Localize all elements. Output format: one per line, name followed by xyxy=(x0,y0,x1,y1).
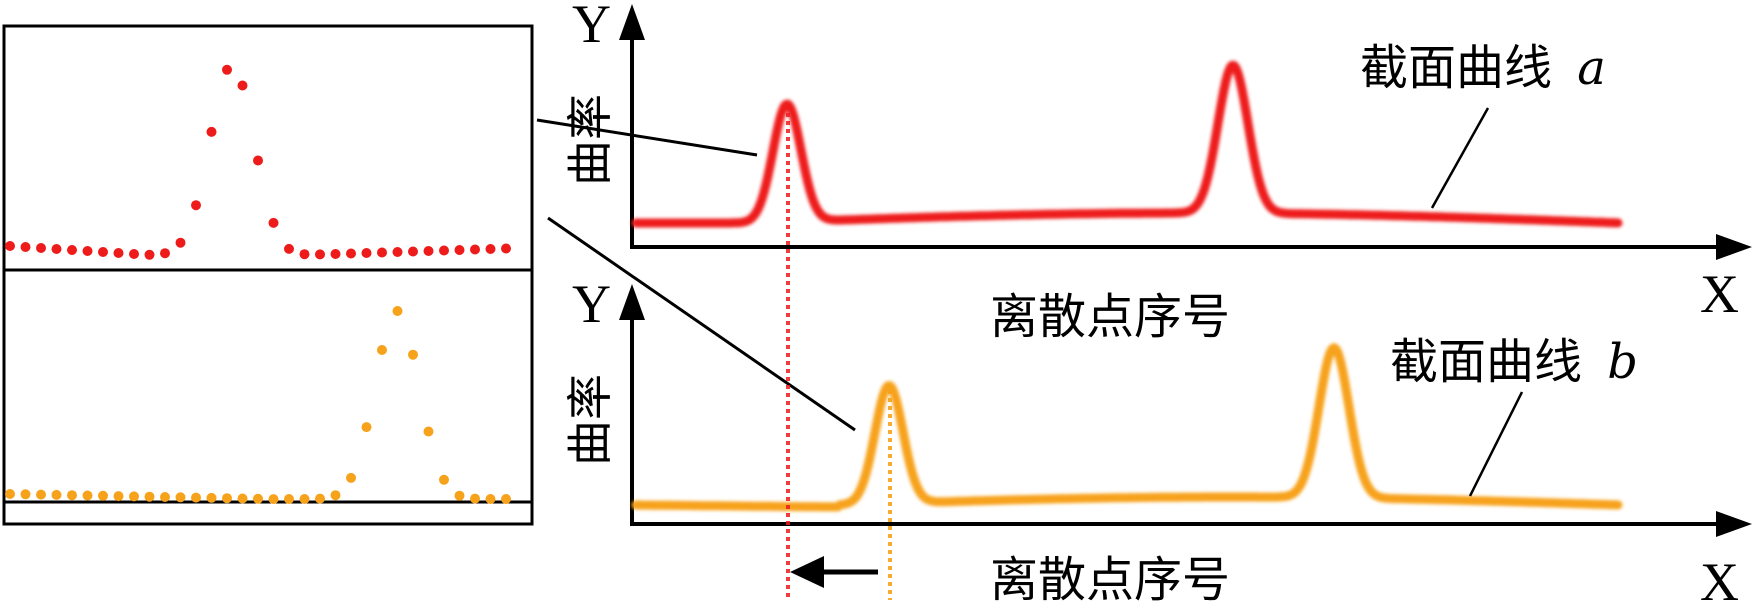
curve-b-label-pointer xyxy=(1468,391,1524,497)
zoom-dot xyxy=(470,493,480,504)
zoom-panel-a xyxy=(2,24,534,272)
zoom-dot xyxy=(82,490,93,501)
zoom-dot xyxy=(361,422,372,433)
zoom-dot xyxy=(98,247,108,257)
left-arrow-icon xyxy=(790,556,878,588)
zoom-dot xyxy=(144,249,155,260)
zoom-dot xyxy=(206,492,217,503)
curve-a xyxy=(631,60,1623,228)
zoom-dot xyxy=(82,246,93,256)
zoom-dot xyxy=(377,247,387,258)
bottom-x-axis-letter: X xyxy=(1700,552,1739,611)
zoom-dot xyxy=(315,493,325,504)
top-x-label: 离散点序号 xyxy=(990,289,1230,345)
zoom-dot xyxy=(113,248,124,258)
zoom-dot xyxy=(191,492,201,503)
zoom-dot xyxy=(330,490,341,501)
bottom-x-label: 离散点序号 xyxy=(990,552,1230,608)
top-x-axis-letter: X xyxy=(1700,264,1739,324)
zoom-dot xyxy=(51,244,62,254)
zoom-dot xyxy=(439,245,449,256)
zoom-dot xyxy=(268,217,279,228)
zoom-dot xyxy=(330,249,341,259)
zoom-dot xyxy=(20,489,31,500)
zoom-dot xyxy=(67,490,77,501)
bottom-y-label: 曲率 xyxy=(563,374,617,466)
zoom-dot xyxy=(501,243,511,254)
curve-a-label: 截面曲线 a xyxy=(1360,40,1606,96)
zoom-dot xyxy=(299,494,310,504)
zoom-dot xyxy=(408,246,418,257)
zoom-dot xyxy=(377,345,387,355)
zoom-dot xyxy=(423,426,434,437)
bottom-x-arrowhead-icon xyxy=(1716,511,1752,537)
zoom-dot xyxy=(129,491,139,502)
zoom-dot xyxy=(206,126,217,137)
zoom-dot xyxy=(67,245,77,255)
zoom-dot xyxy=(361,248,372,258)
leader-line-b xyxy=(547,216,856,432)
zoom-dot xyxy=(222,493,232,504)
zoom-dot xyxy=(113,491,124,502)
zoom-dot xyxy=(423,246,434,256)
zoom-dot xyxy=(485,244,496,254)
zoom-dot xyxy=(160,492,170,502)
zoom-dot xyxy=(20,242,31,252)
curve-b xyxy=(631,343,1623,512)
zoom-dot xyxy=(98,490,108,501)
zoom-dot xyxy=(284,243,294,254)
zoom-inset xyxy=(2,24,534,526)
zoom-dot xyxy=(392,247,403,257)
zoom-dot xyxy=(237,493,248,504)
top-y-label: 曲率 xyxy=(563,94,617,186)
leader-line-a xyxy=(536,118,758,157)
zoom-dot xyxy=(5,489,15,499)
zoom-dot xyxy=(284,494,294,504)
zoom-dot xyxy=(36,243,46,253)
zoom-panel-b xyxy=(2,268,534,526)
bottom-y-arrowhead-icon xyxy=(619,284,645,320)
bottom-y-axis-letter: Y xyxy=(572,274,611,334)
zoom-dot xyxy=(191,200,201,211)
zoom-dot xyxy=(253,493,263,504)
top-chart: Y X 曲率 离散点序号 截面曲线 a xyxy=(563,0,1752,345)
zoom-dot xyxy=(454,490,465,501)
zoom-dot xyxy=(315,249,325,260)
zoom-dots-b xyxy=(5,306,511,505)
zoom-dot xyxy=(485,494,496,504)
zoom-dot xyxy=(160,248,170,259)
zoom-dot xyxy=(392,306,403,316)
zoom-dot xyxy=(36,489,46,500)
top-y-axis-letter: Y xyxy=(572,0,611,54)
zoom-dot xyxy=(346,472,356,483)
zoom-dot xyxy=(175,492,186,503)
zoom-dot xyxy=(222,64,232,75)
curve-a-label-pointer xyxy=(1430,107,1490,209)
zoom-dots-a xyxy=(5,64,511,260)
top-y-arrowhead-icon xyxy=(619,4,645,40)
zoom-dot xyxy=(175,237,186,248)
zoom-dot xyxy=(237,80,248,91)
zoom-dot xyxy=(408,349,418,360)
zoom-dot xyxy=(129,249,139,259)
zoom-dot xyxy=(51,489,62,500)
curve-b-label: 截面曲线 b xyxy=(1390,334,1638,390)
top-x-arrowhead-icon xyxy=(1716,234,1752,260)
zoom-dot xyxy=(144,491,155,502)
zoom-dot xyxy=(470,244,480,255)
zoom-dot xyxy=(501,494,511,504)
zoom-dot xyxy=(454,245,465,255)
zoom-dot xyxy=(5,241,15,251)
zoom-dot xyxy=(439,474,449,485)
zoom-dot xyxy=(268,494,279,505)
bottom-chart: Y X 曲率 离散点序号 截面曲线 b xyxy=(563,274,1752,611)
zoom-dot xyxy=(299,249,310,260)
zoom-dot xyxy=(253,155,263,166)
zoom-dot xyxy=(346,248,356,259)
